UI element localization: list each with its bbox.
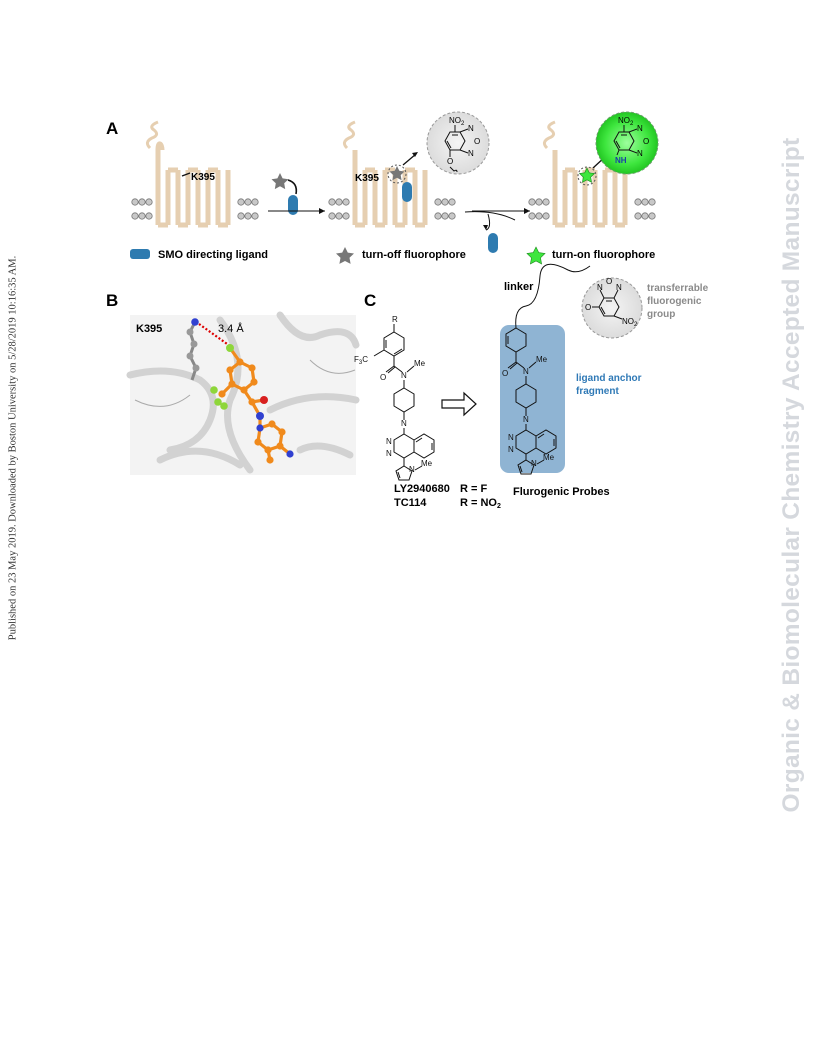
probe-pip-n-label: N [523,415,529,424]
pyrazole-me-label: Me [421,459,433,468]
watermark-sidebar: Organic & Biomolecular Chemistry Accepte… [768,0,816,1056]
ring-n1-label: N [386,437,392,446]
anchor-line-2: fragment [576,386,619,397]
ring-n2-label: N [386,449,392,458]
panel-b-letter: B [106,291,118,310]
membrane-receptor-1: K395 [131,120,259,228]
turn-on-star-bound-icon [578,167,596,183]
n-methyl-label: Me [414,359,426,368]
probe-pyrazole-n-label: N [531,459,537,468]
lysine-nitrogen [191,318,199,326]
parent-compound: R F3C O N Me N N N [354,315,435,481]
figure-svg: A K395 [106,111,709,510]
panel-b-k395-label: K395 [136,323,162,335]
transferrable-nbd-group: N O N O NO2 [581,277,643,339]
legend-ligand-label: SMO directing ligand [158,249,268,261]
nbd-on-nh: NH [615,156,627,165]
arrow-right-icon [319,208,325,214]
nbd-on-n2: N [637,149,643,158]
compound1-name: LY2940680 [394,483,450,495]
lysine-k395 [186,318,200,381]
figure: A K395 [100,110,720,510]
oxygen-atom [260,396,268,404]
nbd-off-o-link: O [447,157,453,166]
amide-nitrogen [256,412,264,420]
probe-structure: O N Me N N N N Me [502,263,591,475]
legend-turn-on-label: turn-on fluorophore [552,249,655,261]
membrane-receptor-2: K395 [328,120,456,228]
legend-ligand-swatch [130,249,150,259]
nbd-off-n1: N [468,124,474,133]
transferrable-line-2: fluorogenic [647,296,702,307]
linker-label: linker [504,281,534,293]
r-substituent: R [392,315,398,324]
compound2-r: R = NO2 [460,497,501,510]
legend-turn-off-star-icon [336,247,354,264]
compound2-name: TC114 [394,497,427,509]
published-line: Published on 23 May 2019. Downloaded by … [7,255,19,641]
amide-o-label: O [380,373,386,382]
nbd-on-no2: NO2 [618,116,634,127]
panel-a: A K395 [106,111,659,265]
nbd-off-no2: NO2 [449,116,465,127]
probes-label: Flurogenic Probes [513,486,610,498]
nbd-c-o-link: O [585,303,591,312]
pip-n-label: N [401,419,407,428]
k395-label-2: K395 [355,173,379,184]
nbd-c-n1: N [597,283,603,292]
probe-n-label: N [523,367,529,376]
published-sidebar: Published on 23 May 2019. Downloaded by … [4,0,22,1056]
arrow-right-icon-2 [524,208,530,214]
nbd-ether-inset: NO2 N O N O [426,111,490,175]
ligand-capsule-2 [402,182,412,202]
turn-off-star-icon [271,173,289,190]
compound-names: LY2940680 R = F TC114 R = NO2 [394,483,501,510]
panel-a-legend: SMO directing ligand turn-off fluorophor… [130,246,655,265]
fluorine-atom [226,344,234,352]
cf3-label: F3C [354,355,368,366]
protein-ribbons [126,311,360,474]
ligand-capsule-released [488,233,498,253]
legend-turn-on-star-icon [526,246,546,265]
nbd-on-n1: N [637,124,643,133]
turn-off-star-bound-icon [389,166,405,181]
membrane-receptor-3 [528,120,656,228]
release-arrow [464,208,530,253]
hollow-arrow-icon [441,391,477,417]
pyrazole-n-label: N [409,465,415,474]
panel-b: B K395 3.4 Å [106,291,360,475]
nbd-c-o-ring: O [606,277,612,286]
probe-pyrazole-me-label: Me [543,453,555,462]
nbd-off-n2: N [468,149,474,158]
panel-c: C R F3C O N Me N N [354,263,709,510]
ligand-ball-stick [210,344,294,464]
legend-turn-off-label: turn-off fluorophore [362,249,466,261]
ligand-capsule-1 [288,195,298,215]
nbd-amine-inset: NO2 N O N NH [595,111,659,175]
panel-c-letter: C [364,291,376,310]
accepted-manuscript-watermark: Organic & Biomolecular Chemistry Accepte… [778,137,805,813]
nbd-c-n2: N [616,283,622,292]
probe-me-label: Me [536,355,548,364]
probe-ring-n1-label: N [508,433,514,442]
k395-label-1: K395 [191,172,215,183]
nbd-c-no2: NO2 [622,317,638,328]
ligand-approach [268,173,325,215]
probe-ring-n2-label: N [508,445,514,454]
compound1-r: R = F [460,483,487,495]
nbd-on-o: O [643,137,649,146]
panel-a-letter: A [106,119,118,138]
amide-n-label: N [401,371,407,380]
anchor-line-1: ligand anchor [576,373,642,384]
probe-o-label: O [502,369,508,378]
transferrable-line-1: transferrable [647,283,709,294]
transferrable-line-3: group [647,309,675,320]
nbd-off-o: O [474,137,480,146]
distance-label: 3.4 Å [218,322,244,335]
